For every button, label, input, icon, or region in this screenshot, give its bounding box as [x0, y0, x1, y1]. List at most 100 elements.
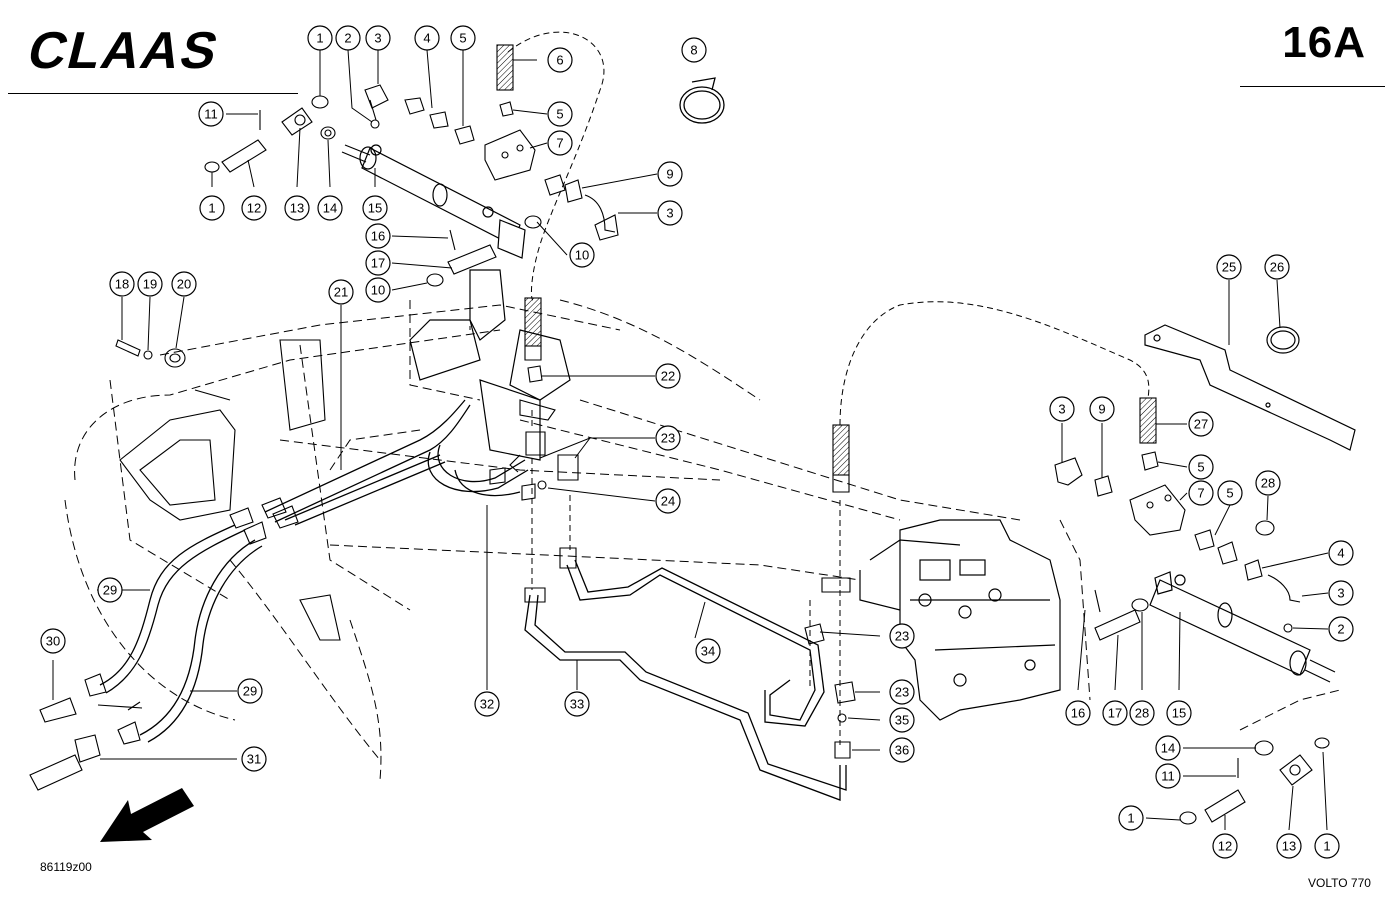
callout-15: 15: [1166, 700, 1192, 726]
callout-circle: [655, 363, 681, 389]
callout-number: 12: [1218, 839, 1232, 854]
callout-23: 23: [889, 623, 915, 649]
callout-number: 3: [1058, 402, 1065, 417]
callout-circle: [1264, 254, 1290, 280]
callout-circle: [237, 678, 263, 704]
callout-6: 6: [547, 47, 573, 73]
callout-circle: [547, 130, 573, 156]
callout-number: 19: [143, 277, 157, 292]
callout-circle: [335, 25, 361, 51]
callout-number: 11: [204, 107, 218, 122]
callout-20: 20: [171, 271, 197, 297]
callout-number: 33: [570, 697, 584, 712]
center-bracket: [409, 269, 571, 461]
callout-25: 25: [1216, 254, 1242, 280]
callout-18: 18: [109, 271, 135, 297]
callout-circle: [1102, 700, 1128, 726]
callout-14: 14: [1155, 735, 1181, 761]
callout-circle: [1089, 396, 1115, 422]
callout-1: 1: [1118, 805, 1144, 831]
hose-29: [99, 524, 263, 743]
callout-number: 10: [575, 248, 589, 263]
callout-15: 15: [362, 195, 388, 221]
callout-circle: [328, 279, 354, 305]
pin-assembly-mid: [426, 215, 542, 287]
callout-number: 32: [480, 697, 494, 712]
callout-1: 1: [307, 25, 333, 51]
callout-circle: [681, 37, 707, 63]
callout-24: 24: [655, 488, 681, 514]
callout-number: 1: [208, 201, 215, 216]
callout-23: 23: [889, 679, 915, 705]
hose-clamp: [679, 77, 725, 124]
callout-number: 4: [1337, 546, 1344, 561]
callout-circle: [655, 488, 681, 514]
callout-3: 3: [1328, 580, 1354, 606]
hose-routing-lines: [507, 31, 1150, 745]
callout-number: 29: [243, 684, 257, 699]
page-number: 16A: [1282, 18, 1366, 67]
callout-circle: [241, 746, 267, 772]
cylinder-right: [1149, 571, 1336, 683]
callout-number: 17: [1108, 706, 1122, 721]
callout-26: 26: [1264, 254, 1290, 280]
callout-number: 14: [323, 201, 337, 216]
callout-number: 1: [316, 31, 323, 46]
callout-circle: [1255, 470, 1281, 496]
callout-16: 16: [1065, 700, 1091, 726]
pin-assembly-bottom: [1179, 737, 1330, 825]
fittings-top: [364, 44, 619, 241]
callout-circle: [198, 101, 224, 127]
callout-22: 22: [655, 363, 681, 389]
callout-21: 21: [328, 279, 354, 305]
wheel-housing: [119, 339, 341, 641]
callout-number: 7: [1197, 486, 1204, 501]
callout-circle: [1212, 833, 1238, 859]
callout-16: 16: [365, 223, 391, 249]
callout-number: 6: [556, 53, 563, 68]
callout-number: 29: [103, 583, 117, 598]
callout-number: 2: [344, 31, 351, 46]
callout-circle: [1155, 763, 1181, 789]
callout-number: 28: [1135, 706, 1149, 721]
callout-11: 11: [198, 101, 224, 127]
callout-9: 9: [1089, 396, 1115, 422]
callout-28: 28: [1129, 700, 1155, 726]
callout-3: 3: [657, 200, 683, 226]
callout-13: 13: [1276, 833, 1302, 859]
callout-circle: [365, 250, 391, 276]
callout-number: 23: [895, 629, 909, 644]
callout-9: 9: [657, 161, 683, 187]
hose-end-fittings: [29, 497, 299, 791]
callout-circle: [657, 161, 683, 187]
callout-8: 8: [681, 37, 707, 63]
callout-number: 34: [701, 644, 715, 659]
callout-1: 1: [199, 195, 225, 221]
callout-12: 12: [241, 195, 267, 221]
callout-28: 28: [1255, 470, 1281, 496]
callout-circle: [317, 195, 343, 221]
callout-circle: [414, 25, 440, 51]
callout-10: 10: [569, 242, 595, 268]
callout-number: 13: [290, 201, 304, 216]
callout-5: 5: [547, 101, 573, 127]
callout-number: 22: [661, 369, 675, 384]
callout-number: 16: [371, 229, 385, 244]
callout-4: 4: [414, 25, 440, 51]
callout-circle: [1049, 396, 1075, 422]
callout-7: 7: [1188, 480, 1214, 506]
callout-27: 27: [1188, 411, 1214, 437]
callout-number: 8: [690, 43, 697, 58]
callout-circle: [1216, 254, 1242, 280]
guard-plate: [1144, 324, 1356, 451]
callout-number: 3: [1337, 586, 1344, 601]
fittings-right: [1054, 397, 1301, 641]
callout-circle: [284, 195, 310, 221]
callout-number: 30: [46, 634, 60, 649]
callout-number: 12: [247, 201, 261, 216]
callout-10: 10: [365, 277, 391, 303]
callout-32: 32: [474, 691, 500, 717]
callout-17: 17: [365, 250, 391, 276]
callout-number: 2: [1337, 622, 1344, 637]
callout-circle: [889, 737, 915, 763]
